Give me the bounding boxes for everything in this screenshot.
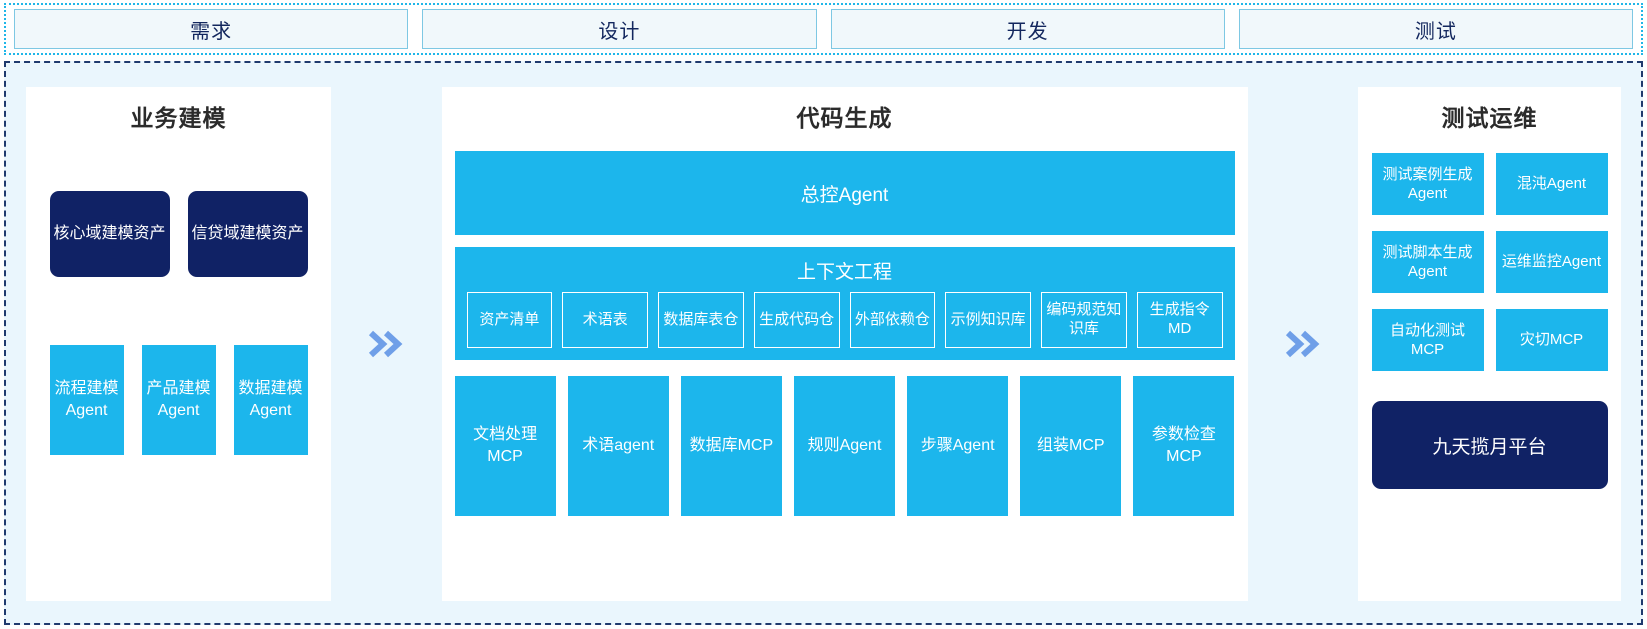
- master-agent-label: 总控Agent: [800, 184, 889, 206]
- context-item-label: 示例知识库: [950, 310, 1026, 328]
- code-generation-body: 总控Agent 上下文工程 资产清单 术语表 数据库表仓: [454, 151, 1235, 516]
- tool-label: 组装MCP: [1036, 437, 1105, 455]
- context-item-label: 外部依赖仓: [854, 310, 930, 328]
- tool-assembly-mcp[interactable]: 组装MCP: [1020, 376, 1122, 516]
- asset-credit-domain[interactable]: 信贷域建模资产: [187, 191, 308, 277]
- architecture-stage: 业务建模 核心域建模资产 信贷域建模资产 流程建模Agent 产品建模Agent…: [4, 61, 1643, 625]
- business-agents-row: 流程建模Agent 产品建模Agent 数据建模Agent: [49, 345, 308, 455]
- context-item-label: 编码规范知识库: [1046, 301, 1122, 337]
- phase-strip: 需求 设计 开发 测试: [4, 3, 1643, 55]
- tool-label: 术语agent: [582, 437, 655, 455]
- phase-label: 开发: [1006, 20, 1049, 43]
- agent-label: 数据建模Agent: [238, 379, 303, 419]
- tool-parameter-check-mcp[interactable]: 参数检查MCP: [1133, 376, 1235, 516]
- phase-box-requirements[interactable]: 需求: [14, 9, 409, 49]
- chaos-agent[interactable]: 混沌Agent: [1495, 153, 1608, 215]
- tool-label: 规则Agent: [807, 437, 882, 455]
- agent-label: 流程建模Agent: [54, 379, 119, 419]
- phase-box-development[interactable]: 开发: [830, 9, 1225, 49]
- context-item-asset-list[interactable]: 资产清单: [466, 292, 553, 348]
- panel-business-modeling: 业务建模 核心域建模资产 信贷域建模资产 流程建模Agent 产品建模Agent…: [26, 87, 331, 601]
- test-ops-label: 混沌Agent: [1516, 175, 1587, 193]
- asset-label: 信贷域建模资产: [191, 225, 304, 243]
- test-ops-label: 测试案例生成Agent: [1382, 165, 1473, 203]
- agent-process-modeling[interactable]: 流程建模Agent: [49, 345, 124, 455]
- test-script-generation-agent[interactable]: 测试脚本生成Agent: [1371, 231, 1484, 293]
- context-engineering-block: 上下文工程 资产清单 术语表 数据库表仓 生成代码仓: [454, 247, 1235, 360]
- panel-title-test-ops: 测试运维: [1441, 105, 1538, 131]
- tools-row: 文档处理MCP 术语agent 数据库MCP 规则Agent 步骤Agent: [454, 376, 1235, 516]
- tool-step-agent[interactable]: 步骤Agent: [907, 376, 1009, 516]
- ops-monitoring-agent[interactable]: 运维监控Agent: [1495, 231, 1608, 293]
- tool-database-mcp[interactable]: 数据库MCP: [680, 376, 782, 516]
- context-item-glossary[interactable]: 术语表: [562, 292, 648, 348]
- context-item-generation-instruction-md[interactable]: 生成指令MD: [1136, 292, 1223, 348]
- context-item-db-table-repo[interactable]: 数据库表仓: [658, 292, 744, 348]
- context-item-external-dependency-repo[interactable]: 外部依赖仓: [849, 292, 936, 348]
- asset-label: 核心域建模资产: [53, 225, 166, 243]
- tool-label: 数据库MCP: [689, 437, 774, 455]
- phase-box-testing[interactable]: 测试: [1238, 9, 1633, 49]
- phase-label: 需求: [190, 20, 233, 43]
- jiutian-lanyue-platform[interactable]: 九天揽月平台: [1371, 401, 1608, 489]
- context-items-row: 资产清单 术语表 数据库表仓 生成代码仓 外部依赖仓: [459, 292, 1231, 348]
- context-item-generated-code-repo[interactable]: 生成代码仓: [753, 292, 840, 348]
- test-ops-label: 测试脚本生成Agent: [1382, 243, 1473, 281]
- flow-arrow-right: [1248, 87, 1359, 601]
- master-control-agent[interactable]: 总控Agent: [454, 151, 1235, 235]
- panel-title-code-generation: 代码生成: [796, 105, 893, 131]
- phase-label: 测试: [1414, 20, 1457, 43]
- tool-label: 参数检查MCP: [1151, 426, 1216, 465]
- panel-code-generation: 代码生成 总控Agent 上下文工程 资产清单 术语表: [441, 87, 1248, 601]
- tool-label: 步骤Agent: [920, 437, 995, 455]
- agent-product-modeling[interactable]: 产品建模Agent: [141, 345, 216, 455]
- phase-box-design[interactable]: 设计: [422, 9, 817, 49]
- context-item-label: 资产清单: [479, 310, 540, 328]
- platform-label: 九天揽月平台: [1432, 436, 1547, 458]
- business-assets-row: 核心域建模资产 信贷域建模资产: [49, 191, 308, 277]
- tool-glossary-agent[interactable]: 术语agent: [567, 376, 669, 516]
- test-ops-label: 自动化测试MCP: [1389, 321, 1465, 359]
- context-item-label: 数据库表仓: [663, 310, 739, 328]
- agent-data-modeling[interactable]: 数据建模Agent: [233, 345, 308, 455]
- context-item-label: 生成指令MD: [1149, 301, 1210, 337]
- test-ops-label: 运维监控Agent: [1501, 253, 1602, 271]
- context-item-example-knowledge-base[interactable]: 示例知识库: [945, 292, 1031, 348]
- test-ops-grid: 测试案例生成Agent 混沌Agent 测试脚本生成Agent 运维监控Agen…: [1371, 153, 1608, 371]
- asset-core-domain[interactable]: 核心域建模资产: [49, 191, 170, 277]
- disaster-recovery-mcp[interactable]: 灾切MCP: [1495, 309, 1608, 371]
- context-engineering-title: 上下文工程: [796, 262, 892, 283]
- context-item-label: 术语表: [582, 310, 628, 328]
- test-case-generation-agent[interactable]: 测试案例生成Agent: [1371, 153, 1484, 215]
- panel-test-ops: 测试运维 测试案例生成Agent 混沌Agent 测试脚本生成Agent 运维监…: [1358, 87, 1621, 601]
- test-ops-label: 灾切MCP: [1519, 331, 1584, 349]
- context-item-label: 生成代码仓: [759, 310, 835, 328]
- double-chevron-right-icon: [1285, 330, 1320, 358]
- automated-test-mcp[interactable]: 自动化测试MCP: [1371, 309, 1484, 371]
- double-chevron-right-icon: [369, 330, 403, 358]
- phase-label: 设计: [598, 20, 641, 43]
- agent-label: 产品建模Agent: [146, 379, 211, 419]
- context-item-coding-standard-knowledge-base[interactable]: 编码规范知识库: [1041, 292, 1127, 348]
- panel-title-business-modeling: 业务建模: [130, 105, 227, 131]
- tool-label: 文档处理MCP: [473, 426, 538, 465]
- tool-document-processing-mcp[interactable]: 文档处理MCP: [454, 376, 556, 516]
- tool-rule-agent[interactable]: 规则Agent: [793, 376, 896, 516]
- flow-arrow-left: [331, 87, 442, 601]
